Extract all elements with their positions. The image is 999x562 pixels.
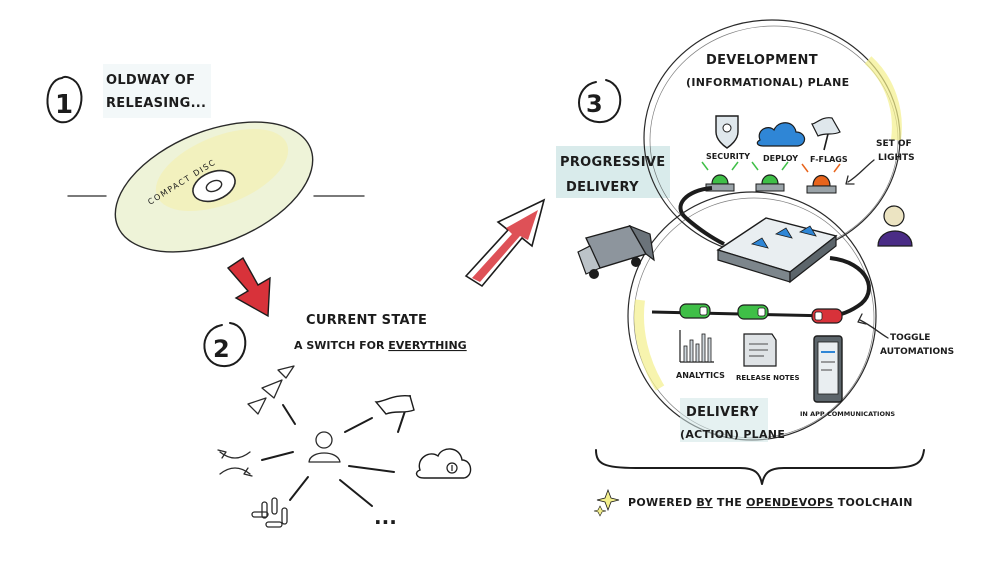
- release-notes-icon: [743, 333, 777, 367]
- title-highlight: [103, 64, 211, 118]
- spoke-arrows: [282, 404, 296, 425]
- delivery-plane-highlight: [680, 398, 768, 442]
- in-app-phone-icon: [813, 335, 843, 403]
- toggle-switch-3: [811, 308, 843, 324]
- spoke-slack: [289, 476, 309, 501]
- current-state-title: CURRENT STATE: [306, 313, 427, 328]
- delivery-plane: TOGGLE AUTOMATIONS ANALYTICS RELEASE NO: [627, 191, 954, 442]
- section-3-number: 3: [586, 90, 603, 118]
- swap-arrows-icon: [217, 449, 253, 477]
- compact-disc: COMPACT DISC: [67, 121, 365, 253]
- lights-label-line2: LIGHTS: [878, 153, 915, 163]
- section-2-number-badge: 2: [203, 322, 247, 368]
- dev-plane-title-line1: DEVELOPMENT: [706, 53, 818, 68]
- sparkle-icon: [593, 488, 620, 517]
- delivery-tool-release-notes: RELEASE NOTES: [736, 374, 800, 382]
- footer-brand: OPENDEVOPS: [746, 496, 833, 509]
- delivery-plane-yellow-accent: [634, 299, 665, 391]
- user-avatar-icon: [877, 205, 913, 247]
- dev-plane-yellow-accent: [864, 56, 902, 141]
- spoke-cloud: [348, 465, 395, 473]
- person-icon: [308, 431, 341, 463]
- orange-light: [801, 163, 841, 194]
- more-ellipsis: ...: [374, 505, 397, 529]
- toolchain-footer: POWERED BY THE OPENDEVOPS TOOLCHAIN: [593, 488, 913, 517]
- dev-tool-fflags: F-FLAGS: [810, 155, 848, 164]
- dev-tool-security: SECURITY: [706, 152, 750, 161]
- flag-icon: [374, 394, 415, 433]
- paper-plane-icon: [247, 365, 295, 415]
- old-way-title-line1: OLDWAY OF: [106, 73, 195, 88]
- progressive-title-line2: DELIVERY: [566, 180, 639, 195]
- arrow-up-to-progressive: [464, 198, 546, 288]
- slack-icon: [251, 497, 288, 528]
- deploy-cloud-icon: [756, 122, 806, 147]
- lights-label-line1: SET OF: [876, 139, 912, 149]
- toggle-label-line2: AUTOMATIONS: [880, 347, 954, 357]
- lights-pointer-arrow: [847, 159, 875, 183]
- spoke-more: [339, 479, 373, 507]
- platform-box: [716, 217, 838, 284]
- dev-plane-title-line2: (INFORMATIONAL) PLANE: [686, 76, 849, 89]
- wire-top: [678, 186, 725, 246]
- delivery-plane-title-line2: (ACTION) PLANE: [680, 428, 785, 441]
- security-shield-icon: [715, 115, 739, 149]
- feature-flag-icon: [811, 117, 841, 151]
- red-arrow-down: [226, 256, 271, 318]
- section-1-number-badge: 1: [46, 75, 83, 124]
- green-light-2: [751, 161, 789, 192]
- section-progressive-delivery: 3 PROGRESSIVE DELIVERY DEVELOPMENT (INFO…: [556, 19, 954, 485]
- progressive-title-line1: PROGRESSIVE: [560, 155, 665, 170]
- analytics-chart-icon: [679, 330, 714, 363]
- green-light-1: [701, 161, 739, 192]
- footer-suffix: TOOLCHAIN: [834, 496, 913, 509]
- spoke-flag: [344, 417, 373, 433]
- spoke-arrows-side: [261, 451, 294, 461]
- section-3-number-badge: 3: [578, 79, 622, 124]
- arrow-down-to-current-state: [226, 256, 271, 318]
- section-2-number: 2: [213, 335, 230, 363]
- footer-by: BY: [696, 496, 713, 509]
- cloud-upload-icon: [415, 448, 472, 479]
- toggle-label-line1: TOGGLE: [890, 333, 930, 343]
- delivery-plane-title-line1: DELIVERY: [686, 405, 759, 420]
- toolchain-brace: [595, 449, 925, 485]
- footer-middle: THE: [713, 496, 746, 509]
- delivery-tool-analytics: ANALYTICS: [676, 371, 725, 380]
- development-plane: DEVELOPMENT (INFORMATIONAL) PLANE SECURI…: [643, 19, 915, 257]
- toggle-pointer-arrow: [859, 319, 889, 339]
- current-state-subtitle: A SWITCH FOR: [294, 339, 388, 352]
- svg-text:POWERED BY THE OPENDEVOPS TOOL: POWERED BY THE OPENDEVOPS TOOLCHAIN: [628, 496, 913, 509]
- section-current-state: 2 CURRENT STATE A SWITCH FOR EVERYTHING: [203, 198, 546, 529]
- toggle-switch-2: [737, 304, 769, 320]
- delivery-tool-in-app: IN APP COMMUNICATIONS: [800, 410, 895, 418]
- section-1-number: 1: [55, 90, 73, 120]
- toggle-switch-1: [679, 303, 711, 319]
- footer-prefix: POWERED: [628, 496, 696, 509]
- dev-tool-deploy: DEPLOY: [763, 154, 798, 163]
- svg-text:A SWITCH FOR EVERYTHING: A SWITCH FOR EVERYTHING: [294, 339, 467, 352]
- disc-hole: [205, 179, 223, 193]
- arrow-up-fill: [472, 210, 538, 282]
- current-state-emphasis: EVERYTHING: [388, 339, 466, 352]
- section-old-way: 1 OLDWAY OF RELEASING... COMPACT DISC: [46, 64, 365, 318]
- old-way-title-line2: RELEASING...: [106, 96, 206, 111]
- delivery-truck-icon: [577, 224, 655, 279]
